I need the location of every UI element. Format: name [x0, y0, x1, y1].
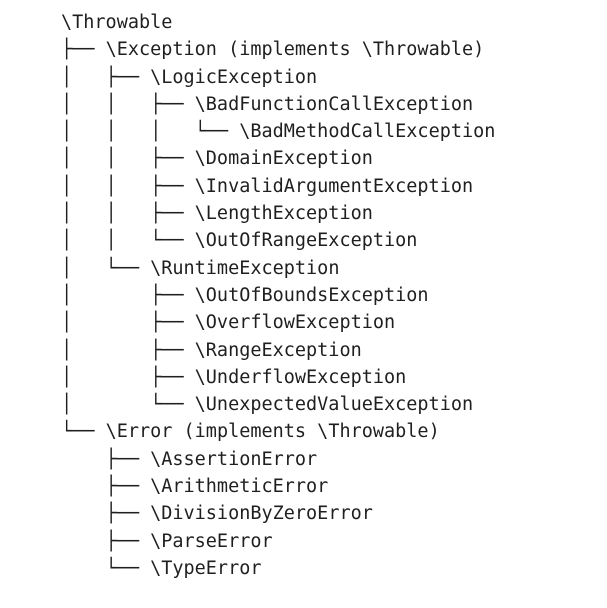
tree-node-label: \BadMethodCallException: [239, 121, 496, 143]
tree-node-label: \LogicException: [150, 66, 318, 88]
tree-guide: ├──: [61, 530, 151, 552]
tree-line-bad-function-call-exception: │ │ ├── \BadFunctionCallException: [61, 91, 495, 118]
tree-guide: │ ├──: [61, 66, 151, 88]
tree-line-underflow-exception: │ ├── \UnderflowException: [61, 364, 495, 391]
tree-guide: └──: [61, 421, 106, 443]
tree-guide: │ │ ├──: [61, 175, 195, 197]
tree-guide: │ │ │ └──: [61, 121, 240, 143]
tree-node-label: \RangeException: [194, 339, 362, 361]
tree-node-label: \OverflowException: [194, 312, 396, 334]
tree-line-invalid-argument-exception: │ │ ├── \InvalidArgumentException: [61, 173, 495, 200]
tree-guide: │ └──: [61, 394, 195, 416]
tree-node-label: \Throwable: [61, 12, 173, 33]
tree-line-logic-exception: │ ├── \LogicException: [61, 64, 495, 91]
tree-line-domain-exception: │ │ ├── \DomainException: [61, 145, 495, 172]
tree-line-runtime-exception: │ └── \RuntimeException: [61, 255, 495, 282]
tree-node-label: \ArithmeticError: [150, 476, 329, 498]
tree-guide: └──: [61, 557, 151, 579]
tree-node-label: \UnderflowException: [194, 366, 407, 388]
tree-line-length-exception: │ │ ├── \LengthException: [61, 200, 495, 227]
tree-line-overflow-exception: │ ├── \OverflowException: [61, 309, 495, 336]
tree-guide: │ │ └──: [61, 230, 195, 252]
tree-node-label: \LengthException: [194, 203, 373, 225]
tree-node-label: \InvalidArgumentException: [194, 175, 474, 197]
tree-line-error: └── \Error (implements \Throwable): [61, 418, 495, 445]
tree-node-label: \BadFunctionCallException: [194, 93, 474, 115]
tree-node-label: \DomainException: [194, 148, 373, 170]
tree-node-label: \AssertionError: [150, 448, 318, 470]
tree-guide: ├──: [61, 39, 106, 61]
tree-guide: ├──: [61, 503, 151, 525]
tree-line-parse-error: ├── \ParseError: [61, 528, 495, 555]
tree-line-unexpected-value-exception: │ └── \UnexpectedValueException: [61, 391, 495, 418]
tree-node-label: \Exception (implements \Throwable): [105, 39, 485, 61]
tree-line-range-exception: │ ├── \RangeException: [61, 337, 495, 364]
tree-guide: │ ├──: [61, 339, 195, 361]
tree-node-label: \DivisionByZeroError: [150, 503, 373, 525]
tree-guide: │ ├──: [61, 366, 195, 388]
tree-guide: │ └──: [61, 257, 151, 279]
tree-line-out-of-bounds-exception: │ ├── \OutOfBoundsException: [61, 282, 495, 309]
tree-line-exception: ├── \Exception (implements \Throwable): [61, 36, 495, 63]
tree-node-label: \RuntimeException: [150, 257, 340, 279]
tree-node-label: \OutOfBoundsException: [194, 284, 429, 306]
class-hierarchy-tree: \Throwable ├── \Exception (implements \T…: [61, 9, 495, 582]
tree-node-label: \ParseError: [150, 530, 273, 552]
tree-line-bad-method-call-exception: │ │ │ └── \BadMethodCallException: [61, 118, 495, 145]
tree-line-out-of-range-exception: │ │ └── \OutOfRangeException: [61, 227, 495, 254]
tree-guide: │ ├──: [61, 312, 195, 334]
tree-node-label: \OutOfRangeException: [194, 230, 418, 252]
tree-guide: │ │ ├──: [61, 148, 195, 170]
tree-guide: │ │ ├──: [61, 203, 195, 225]
tree-line-arithmetic-error: ├── \ArithmeticError: [61, 473, 495, 500]
tree-line-throwable: \Throwable: [61, 9, 495, 36]
tree-guide: │ ├──: [61, 284, 195, 306]
tree-guide: │ │ ├──: [61, 93, 195, 115]
tree-guide: ├──: [61, 448, 151, 470]
tree-node-label: \UnexpectedValueException: [194, 394, 474, 416]
tree-line-division-by-zero-error: ├── \DivisionByZeroError: [61, 500, 495, 527]
tree-line-type-error: └── \TypeError: [61, 555, 495, 582]
tree-node-label: \Error (implements \Throwable): [105, 421, 440, 443]
tree-line-assertion-error: ├── \AssertionError: [61, 446, 495, 473]
tree-guide: ├──: [61, 476, 151, 498]
tree-node-label: \TypeError: [150, 557, 262, 579]
